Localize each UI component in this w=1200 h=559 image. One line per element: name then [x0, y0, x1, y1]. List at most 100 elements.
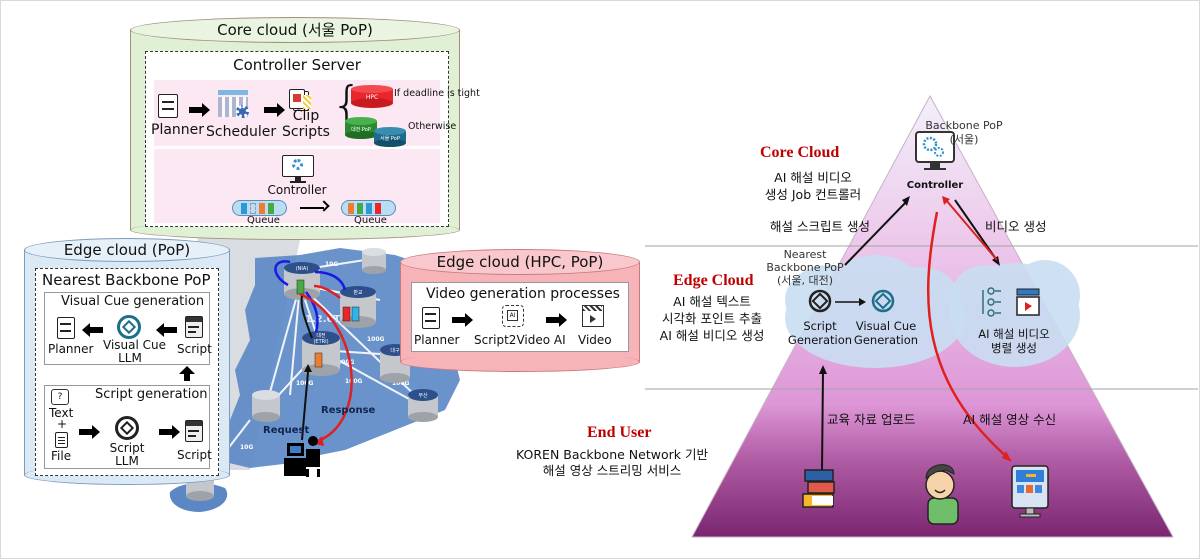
scheduler-icon [218, 90, 250, 120]
link-label: 100G [337, 359, 355, 366]
queue-arrow-icon [300, 207, 324, 209]
arrow-left-icon [82, 323, 103, 337]
queue-task-t4 [259, 203, 265, 214]
ai-chip-icon: AI [502, 305, 524, 327]
visual-cue-title: Visual Cue generation [61, 294, 205, 309]
svg-text:대전 PoP: 대전 PoP [351, 126, 371, 133]
condition-tight: If deadline is tight [394, 88, 480, 99]
edge-desc-line3: AI 해설 비디오 생성 [659, 328, 765, 343]
script-llm-icon [808, 289, 832, 313]
response-label: Response [321, 405, 376, 416]
controller-server-box: Controller Server Planner Scheduler Clip… [145, 51, 480, 227]
nearest-pop-line1: Nearest [783, 248, 827, 261]
black-arrow [300, 295, 313, 339]
queue-label: Queue [354, 215, 387, 226]
edge-cloud-heading: Edge Cloud [673, 272, 754, 289]
script-llm-line1: Script [109, 441, 145, 455]
end-user-heading: End User [587, 424, 652, 441]
queue-before [232, 200, 287, 216]
arrow-right-icon [79, 425, 100, 439]
hpc-target-cylinder: HPC [351, 85, 393, 108]
link-label: 10G [325, 261, 338, 268]
visual-cue-box: Visual Cue generation Planner Visual Cue… [44, 292, 212, 365]
receive-label: AI 해설 영상 수신 [963, 412, 1057, 427]
svg-text:대구: 대구 [390, 347, 400, 354]
arrow-right-icon [159, 425, 180, 439]
svg-text:(ETRI): (ETRI) [313, 339, 328, 345]
script-gen-line1: Script [803, 319, 837, 333]
video-label: Video [578, 333, 612, 347]
speed-label: 1.2.6T [305, 314, 340, 325]
text-label: Text [49, 406, 74, 420]
script-label: Script [177, 342, 212, 356]
video-generation-box: Video generation processes Planner AI Sc… [411, 282, 629, 352]
task-tag-t2 [351, 306, 360, 322]
node-gwangju [252, 390, 280, 422]
queue-task-t3 [268, 203, 274, 214]
task-tag-t4 [314, 352, 323, 368]
red-arrow-return [313, 284, 341, 299]
scheduler-label: Scheduler [206, 124, 277, 140]
queue-task-t2 [366, 203, 372, 214]
script-generation-box: Script generation ? Text + File Script L… [44, 385, 212, 469]
video-clapper-icon [1016, 288, 1040, 316]
condition-otherwise: Otherwise [408, 121, 457, 132]
script-generation-title: Script generation [95, 387, 208, 402]
queue-after [341, 200, 396, 216]
llm-knot-icon [115, 416, 139, 440]
script-llm-line2: LLM [115, 454, 139, 468]
end-user-desc-line1: KOREN Backbone Network 기반 [516, 447, 708, 462]
video-monitor-icon [1011, 465, 1049, 518]
task-tag-t1 [342, 306, 351, 322]
planner-label: Planner [151, 122, 205, 138]
svg-text:대전: 대전 [316, 332, 326, 339]
controller-label: Controller [906, 180, 964, 191]
arrow-right-icon [189, 103, 210, 117]
visual-gen-line1: Visual Cue [855, 319, 917, 333]
link-label: 100G [392, 380, 410, 387]
blue-arrow-pangyo [314, 270, 347, 291]
parallel-process-icon [982, 287, 1001, 317]
daejeon-target-cylinder: 대전 PoP [345, 117, 377, 139]
seoul-target-cylinder: 서울 PoP [374, 127, 406, 147]
end-user-desc-line2: 해설 영상 스트리밍 서비스 [542, 463, 682, 478]
arrow-right-icon [264, 103, 285, 117]
request-label: Request [263, 425, 309, 436]
upload-label: 교육 자료 업로드 [827, 412, 916, 427]
task-tag-t3 [296, 279, 305, 295]
nearest-backbone-box: Nearest Backbone PoP Visual Cue generati… [35, 268, 219, 476]
video-clapper-icon [582, 305, 604, 327]
script2video-label: Script2Video AI [474, 333, 566, 347]
controller-monitor-icon [915, 131, 955, 170]
video-generation-title: Video generation processes [426, 286, 620, 302]
controller-monitor-icon [282, 155, 314, 183]
node-busan: 부산 [408, 389, 438, 422]
script-label: Script [177, 448, 212, 462]
blue-arrow-daejeon [305, 291, 319, 333]
queue-task-t4 [348, 203, 354, 214]
arrow-up-icon [184, 373, 190, 381]
arrow-right-icon [546, 313, 567, 327]
link-label: 100G [296, 380, 314, 387]
script-icon [185, 316, 203, 338]
edge-desc-line2: 시각화 포인트 추출 [662, 311, 762, 326]
clip-label-line2: Scripts [282, 124, 330, 140]
visual-cue-llm-line2: LLM [118, 351, 142, 365]
loop-arrow [274, 260, 291, 287]
edge-cloud-pop-cylinder: Edge cloud (PoP) Nearest Backbone PoP Vi… [24, 238, 230, 485]
parallel-video-line1: AI 해설 비디오 [978, 327, 1050, 341]
queue-task-t3 [357, 203, 363, 214]
svg-text:서울 PoP: 서울 PoP [380, 135, 400, 142]
user-desk-icon [284, 436, 320, 477]
nearest-pop-line2: Backbone PoP [766, 261, 844, 274]
svg-text:판교: 판교 [353, 289, 363, 296]
arrow-left-icon [156, 323, 177, 337]
edge-cloud-hpc-title: Edge cloud (HPC, PoP) [436, 253, 604, 271]
arrow-upload [821, 371, 824, 471]
visual-cue-llm-icon [871, 289, 895, 313]
books-icon [802, 469, 835, 508]
planner-icon [57, 317, 75, 339]
script-generation-flow-label: 해설 스크립트 생성 [770, 219, 870, 234]
core-cloud-cylinder: Core cloud (서울 PoP) Controller Server Pl… [130, 17, 480, 240]
queue-task-t1 [250, 203, 256, 214]
